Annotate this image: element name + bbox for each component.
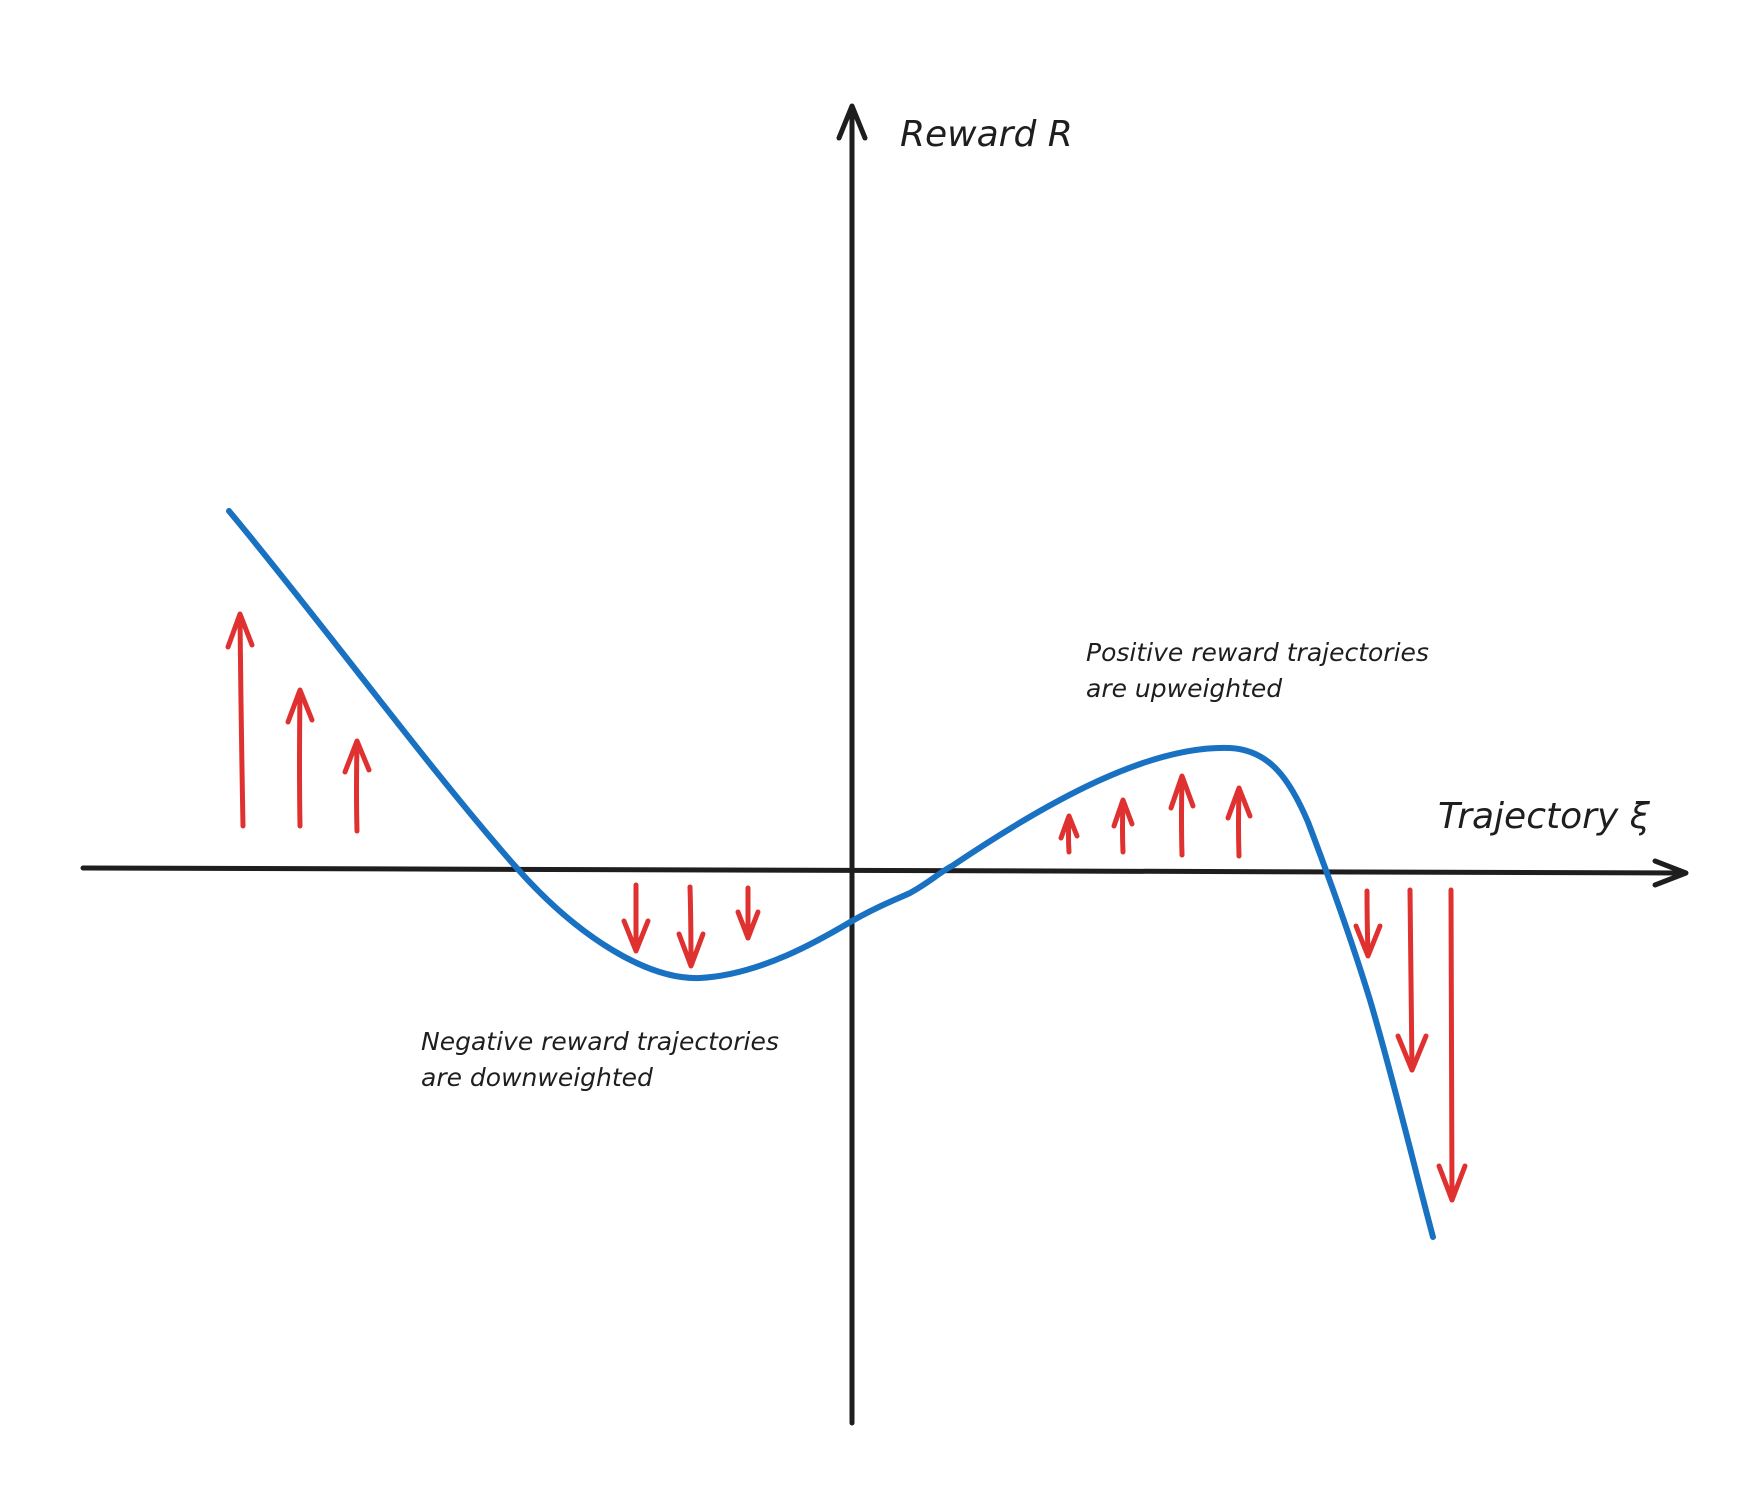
svg-text:are downweighted: are downweighted: [421, 1063, 653, 1092]
up-arrow-2: [285, 687, 315, 829]
y-axis-arrowhead: [836, 103, 868, 141]
up-arrow-4: [1058, 813, 1080, 855]
up-arrow-3: [342, 738, 372, 834]
x-axis-label: Trajectory ξ: [1438, 796, 1651, 837]
down-arrow-6: [1436, 887, 1468, 1203]
down-arrow-4: [1353, 888, 1383, 959]
up-arrow-5: [1111, 797, 1135, 855]
up-arrow-7: [1225, 785, 1253, 859]
down-arrow-2: [676, 884, 706, 969]
reward-curve: [226, 508, 1436, 1240]
x-axis-line: [80, 865, 1687, 876]
downweight-arrows: [621, 882, 1468, 1203]
up-arrow-6: [1168, 773, 1196, 858]
svg-text:Negative reward trajectories: Negative reward trajectories: [421, 1027, 779, 1056]
y-axis-line: [848, 105, 855, 1426]
down-arrow-5: [1395, 887, 1429, 1073]
down-arrow-1: [621, 882, 651, 954]
y-axis-label: Reward R: [900, 114, 1073, 155]
svg-text:Positive reward trajectories: Positive reward trajectories: [1086, 638, 1429, 667]
axes: [80, 103, 1689, 1426]
down-arrow-3: [735, 885, 761, 941]
negative-annotation: Negative reward trajectories are downwei…: [421, 1027, 779, 1092]
svg-text:are upweighted: are upweighted: [1086, 674, 1282, 703]
up-arrow-1: [225, 611, 255, 829]
x-axis-arrowhead: [1652, 858, 1689, 888]
positive-annotation: Positive reward trajectories are upweigh…: [1086, 638, 1429, 703]
upweight-arrows: [225, 611, 1253, 859]
